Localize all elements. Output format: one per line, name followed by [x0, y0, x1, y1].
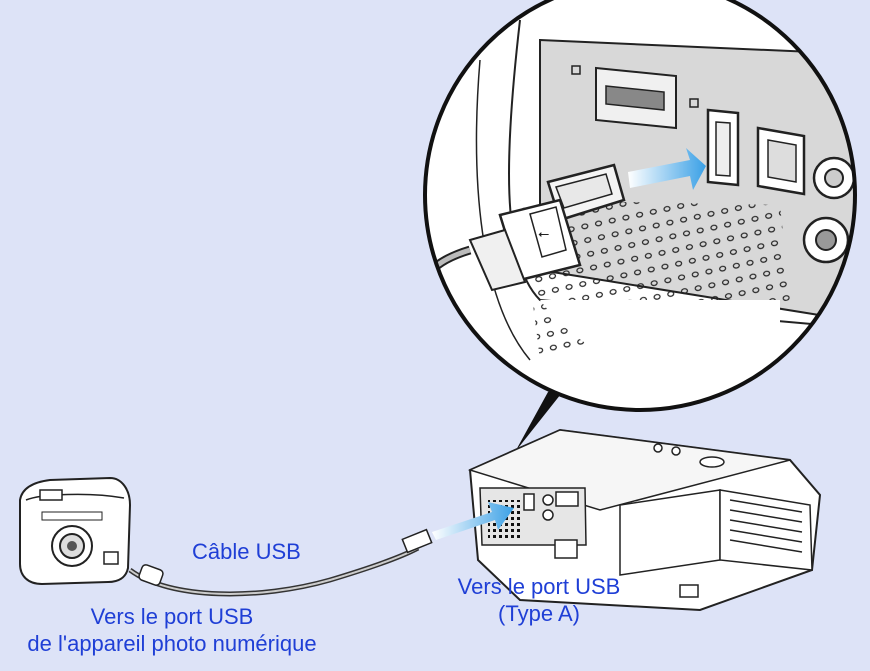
usb-cable-label: Câble USB: [192, 539, 301, 564]
zoom-detail: ⭠: [423, 0, 857, 412]
insert-arrow-projector: [432, 502, 514, 540]
zoom-callout-pointer: [515, 380, 572, 452]
digital-camera: [19, 476, 132, 586]
projector-port-label-line1: Vers le port USB: [457, 574, 621, 599]
insert-arrow-zoom: [628, 148, 706, 190]
camera-port-label-line2: de l'appareil photo numérique: [27, 631, 317, 656]
projector: [467, 428, 822, 612]
usb-plug-zoom: ⭠: [425, 163, 626, 301]
camera-port-label: Vers le port USB de l'appareil photo num…: [0, 603, 358, 657]
projector-port-label-line2: (Type A): [498, 601, 580, 626]
projector-port-label: Vers le port USB (Type A): [424, 573, 654, 627]
svg-text:⭠: ⭠: [538, 226, 549, 242]
usb-plug-projector-end: [401, 528, 433, 554]
camera-port-label-line1: Vers le port USB: [90, 604, 254, 629]
